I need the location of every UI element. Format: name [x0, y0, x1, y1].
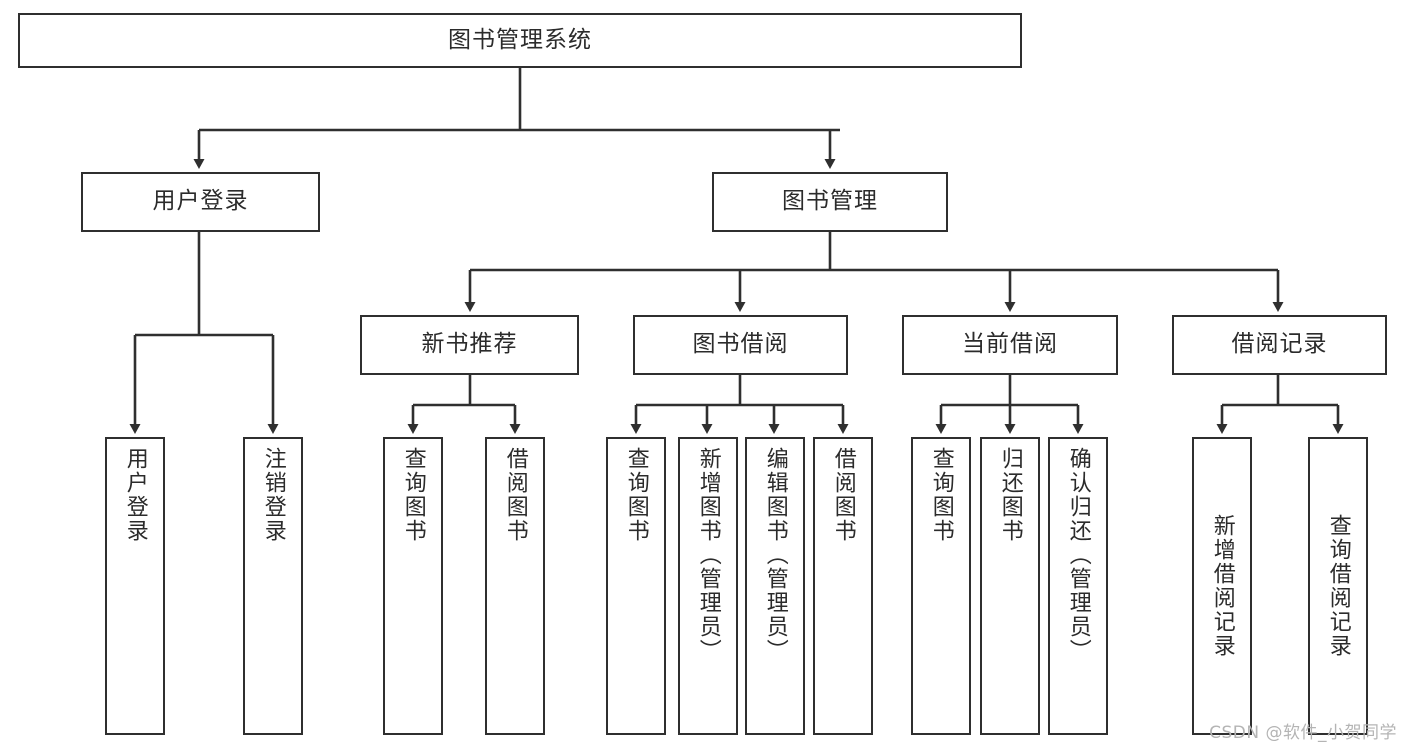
leaf-borrow-borrow-book[interactable]: 借阅图书 [813, 437, 873, 735]
node-label: 编辑图书（管理员） [762, 447, 788, 663]
node-book-borrow[interactable]: 图书借阅 [633, 315, 848, 375]
leaf-user-login[interactable]: 用户登录 [105, 437, 165, 735]
leaf-current-query-book[interactable]: 查询图书 [911, 437, 971, 735]
node-label: 新书推荐 [421, 331, 518, 358]
node-label: 查询图书 [400, 447, 426, 543]
node-new-book-recommend[interactable]: 新书推荐 [360, 315, 579, 375]
node-root-system[interactable]: 图书管理系统 [18, 13, 1022, 68]
node-label: 借阅图书 [830, 447, 856, 543]
node-label: 新增图书（管理员） [695, 447, 721, 663]
leaf-logout-login[interactable]: 注销登录 [243, 437, 303, 735]
leaf-borrow-add-book-admin[interactable]: 新增图书（管理员） [678, 437, 738, 735]
node-label: 归还图书 [997, 447, 1023, 543]
leaf-newbook-query-book[interactable]: 查询图书 [383, 437, 443, 735]
node-label: 借阅图书 [502, 447, 528, 543]
leaf-borrow-query-book[interactable]: 查询图书 [606, 437, 666, 735]
leaf-newbook-borrow-book[interactable]: 借阅图书 [485, 437, 545, 735]
node-label: 图书管理系统 [448, 26, 592, 53]
node-current-borrow[interactable]: 当前借阅 [902, 315, 1118, 375]
node-label: 图书管理 [782, 188, 878, 215]
leaf-record-query-record[interactable]: 查询借阅记录 [1308, 437, 1368, 735]
node-label: 新增借阅记录 [1209, 514, 1235, 658]
leaf-record-add-record[interactable]: 新增借阅记录 [1192, 437, 1252, 735]
watermark-text: CSDN @软件_小贺同学 [1209, 723, 1397, 743]
node-label: 当前借阅 [962, 331, 1058, 358]
node-book-management[interactable]: 图书管理 [712, 172, 948, 232]
node-label: 图书借阅 [692, 331, 789, 358]
node-label: 用户登录 [122, 447, 148, 543]
node-label: 查询图书 [928, 447, 954, 543]
node-label: 借阅记录 [1231, 331, 1328, 358]
node-user-login[interactable]: 用户登录 [81, 172, 320, 232]
node-label: 确认归还（管理员） [1065, 447, 1091, 663]
node-label: 查询图书 [623, 447, 649, 543]
node-label: 用户登录 [152, 188, 249, 215]
node-label: 注销登录 [260, 447, 286, 543]
node-label: 查询借阅记录 [1325, 514, 1351, 658]
leaf-current-confirm-return-admin[interactable]: 确认归还（管理员） [1048, 437, 1108, 735]
leaf-current-return-book[interactable]: 归还图书 [980, 437, 1040, 735]
node-borrow-record[interactable]: 借阅记录 [1172, 315, 1387, 375]
leaf-borrow-edit-book-admin[interactable]: 编辑图书（管理员） [745, 437, 805, 735]
